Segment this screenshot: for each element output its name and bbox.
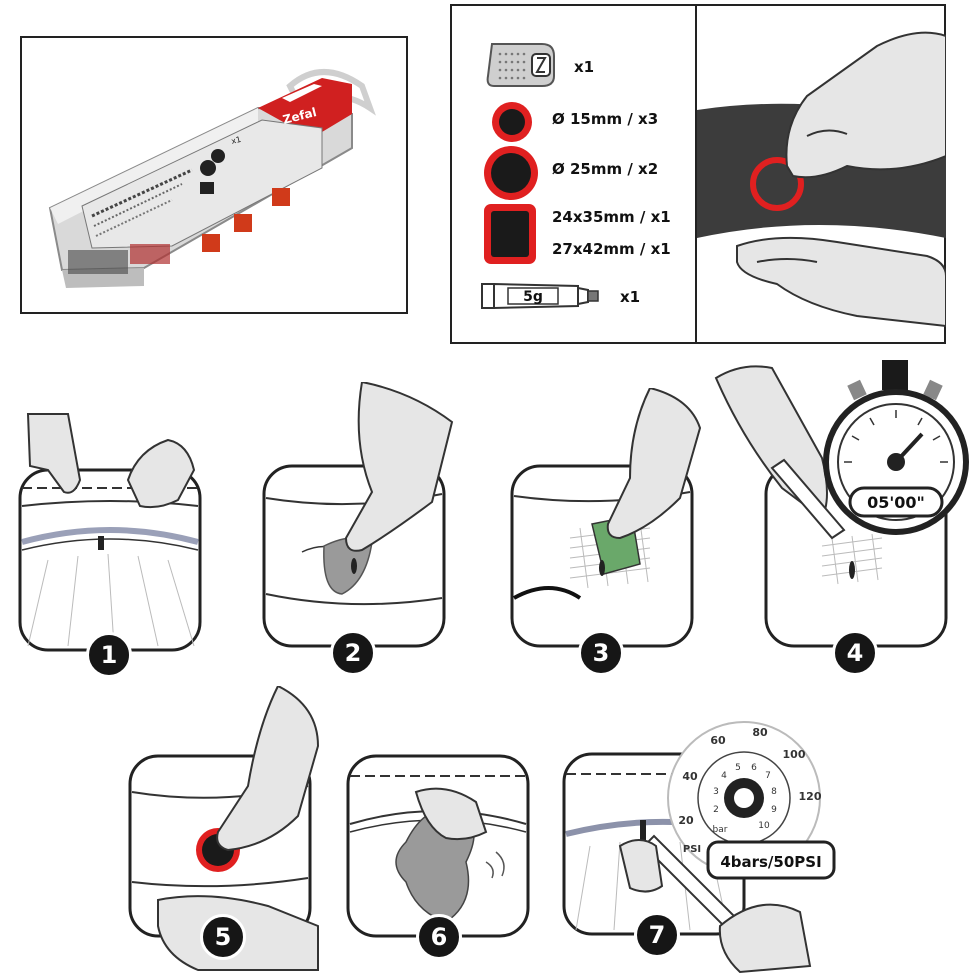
step-4-illustration: 05'00" (714, 360, 969, 648)
hand-icon (216, 684, 320, 852)
svg-text:bar: bar (713, 825, 728, 835)
kit-label-rect-patch-1: 24x35mm / x1 (552, 208, 671, 226)
step-7: 20 40 60 80 100 120 PSI 2 3 4 5 6 7 8 9 … (560, 716, 974, 974)
step-6-illustration (346, 754, 530, 938)
kit-divider (695, 6, 697, 344)
kit-item-small-patch (490, 100, 534, 148)
kit-label-scraper: x1 (574, 58, 595, 76)
svg-text:100: 100 (783, 748, 806, 761)
medium-patch-icon (484, 146, 538, 200)
hand-icon (126, 438, 196, 509)
step-3: 3 (510, 386, 710, 676)
kit-label-glue-tube: x1 (620, 288, 641, 306)
step-5-illustration (128, 684, 320, 971)
kit-item-glue-tube: 5g (480, 278, 604, 318)
scraper-icon (486, 43, 555, 87)
svg-text:x1: x1 (230, 135, 242, 146)
hand-icon (718, 903, 812, 974)
step-number-3: 3 (578, 630, 624, 676)
kit-label-rect-patch-2: 27x42mm / x1 (552, 240, 671, 258)
step-number-2: 2 (330, 630, 376, 676)
kit-label-small-patch: Ø 15mm / x3 (552, 110, 659, 128)
svg-text:8: 8 (771, 787, 777, 797)
step-3-illustration (510, 386, 702, 648)
svg-text:PSI: PSI (683, 844, 701, 855)
svg-text:4: 4 (721, 771, 727, 781)
svg-text:2: 2 (713, 805, 719, 815)
svg-text:40: 40 (682, 770, 698, 783)
small-patch-icon (492, 102, 532, 142)
hand-icon (344, 380, 454, 552)
hand-icon (736, 236, 947, 328)
svg-text:3: 3 (713, 787, 719, 797)
step-number-7: 7 (634, 912, 680, 958)
step-2-illustration (262, 380, 454, 648)
step-number-4: 4 (832, 630, 878, 676)
pressure-label: 4bars/50PSI (720, 853, 821, 871)
step-number-1: 1 (86, 632, 132, 678)
step-2: 2 (262, 380, 462, 676)
kit-label-medium-patch: Ø 25mm / x2 (552, 160, 659, 178)
hand-icon (26, 413, 82, 494)
hand-icon (785, 31, 947, 179)
patch-application-illustration (697, 6, 947, 348)
svg-text:9: 9 (771, 805, 777, 815)
step-number-5: 5 (200, 914, 246, 960)
kit-item-medium-patch (482, 144, 540, 206)
step-6: 6 (346, 752, 536, 974)
svg-text:7: 7 (765, 771, 771, 781)
hand-icon (618, 839, 664, 893)
step-number-6: 6 (416, 914, 462, 960)
kit-item-rect-patch (482, 202, 538, 270)
kit-item-scraper (482, 40, 562, 94)
kit-contents-panel: x1 Ø 15mm / x3 Ø 25mm / x2 24x35mm / x1 … (450, 4, 947, 344)
step-4: 05'00" 4 (712, 358, 974, 676)
svg-text:5: 5 (735, 763, 741, 773)
svg-text:80: 80 (752, 726, 768, 739)
svg-text:6: 6 (751, 763, 757, 773)
step-1: 1 (18, 410, 208, 678)
svg-text:20: 20 (678, 814, 694, 827)
rect-patch-icon (484, 204, 536, 264)
glue-tube-label: 5g (523, 289, 543, 305)
hand-icon (606, 386, 702, 540)
timer-readout: 05'00" (867, 493, 925, 512)
product-box-illustration: Zefal x1 (48, 69, 376, 288)
svg-text:10: 10 (758, 821, 770, 831)
svg-text:120: 120 (799, 790, 822, 803)
step-5: 5 (128, 684, 328, 974)
hand-icon (414, 787, 488, 841)
svg-text:60: 60 (710, 734, 726, 747)
glue-tube-icon: 5g (481, 282, 599, 310)
step-1-illustration (18, 413, 202, 652)
step-7-illustration: 20 40 60 80 100 120 PSI 2 3 4 5 6 7 8 9 … (562, 721, 836, 974)
product-photo-panel: Zefal x1 (20, 36, 408, 314)
